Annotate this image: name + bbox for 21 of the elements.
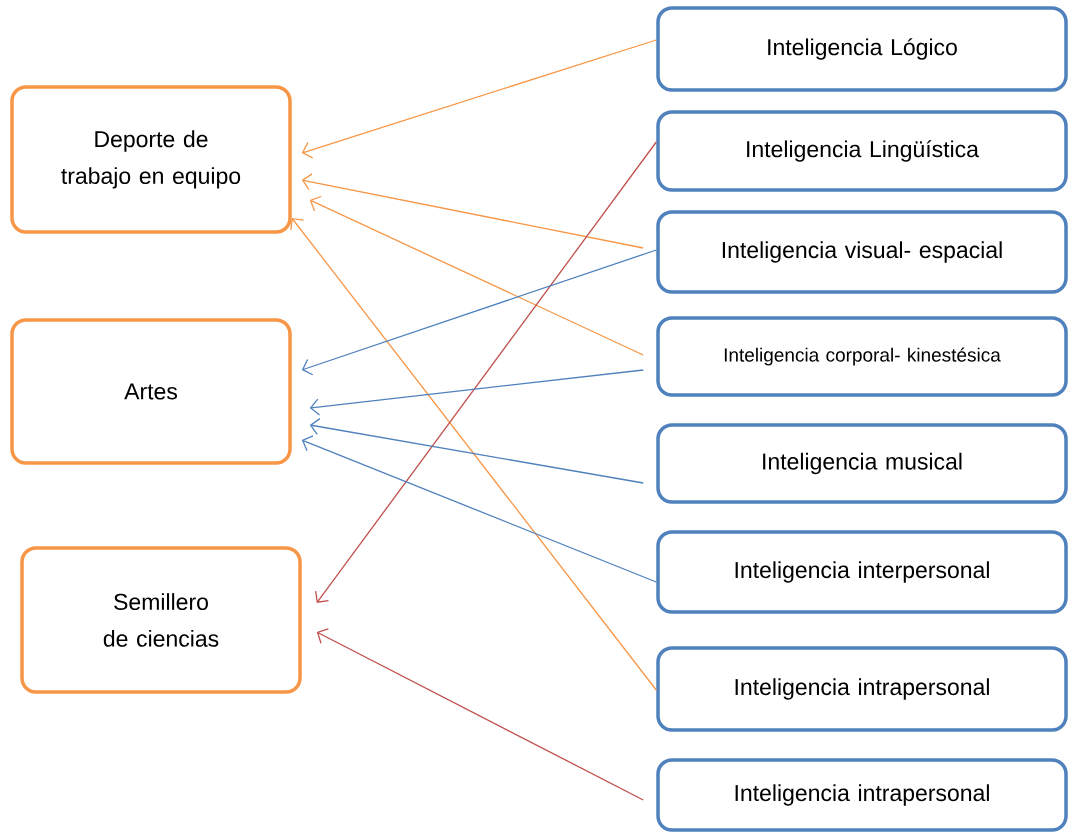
- arrow: [301, 435, 657, 583]
- rounded-box: Semillero de ciencias: [20, 546, 302, 694]
- rounded-box: Inteligencia interpersonal: [656, 530, 1068, 614]
- rounded-box: Inteligencia musical: [656, 423, 1068, 504]
- arrow: [316, 628, 644, 801]
- rounded-box: Inteligencia Lógico: [656, 6, 1068, 92]
- rounded-box: Inteligencia intrapersonal: [656, 646, 1068, 732]
- arrow: [301, 249, 657, 376]
- arrow: [309, 418, 644, 484]
- rounded-box: Inteligencia visual- espacial: [656, 210, 1068, 294]
- arrow: [290, 218, 657, 691]
- rounded-box: Artes: [10, 318, 292, 465]
- rounded-box: Inteligencia intrapersonal: [656, 758, 1068, 832]
- rounded-box: Inteligencia corporal- kinestésica: [656, 316, 1068, 397]
- arrow: [314, 141, 657, 603]
- arrow: [309, 369, 644, 416]
- arrow: [309, 195, 644, 356]
- arrow: [301, 39, 657, 159]
- rounded-box: Inteligencia Lingüística: [656, 110, 1068, 192]
- arrow: [301, 173, 644, 249]
- rounded-box: Deporte de trabajo en equipo: [10, 85, 292, 234]
